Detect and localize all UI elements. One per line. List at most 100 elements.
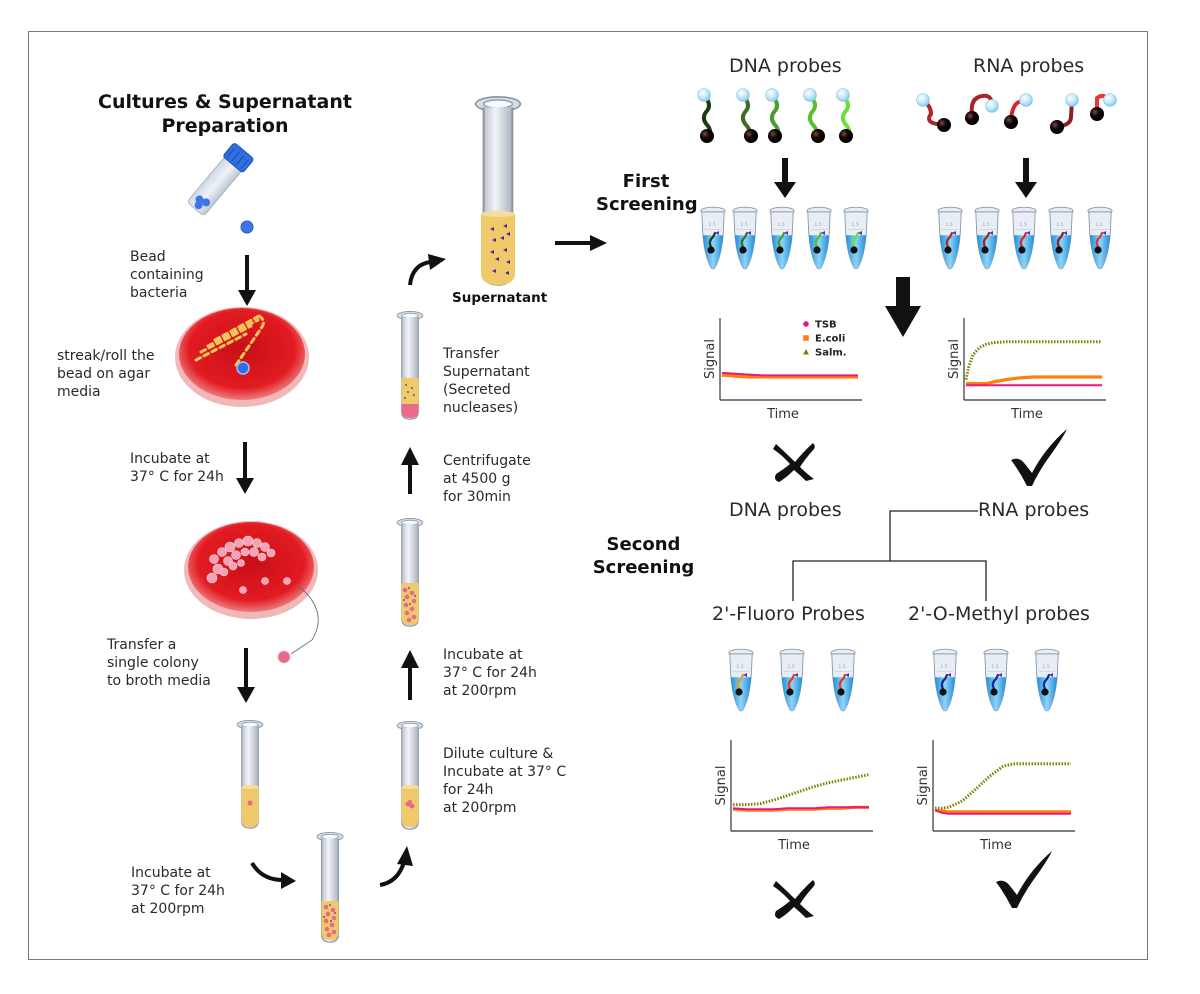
cross-mark-icon: [773, 880, 815, 919]
reaction-tube-icon: [937, 206, 963, 270]
reaction-tube-icon: [983, 648, 1009, 712]
legend-marker-square: [803, 335, 809, 341]
reaction-tube-icon: [843, 206, 869, 270]
reaction-tube-icon: [1034, 648, 1060, 712]
y-axis-label: Signal: [947, 339, 962, 379]
reaction-tube-icon: [806, 206, 832, 270]
step-label-dilute: Dilute culture & Incubate at 37° C for 2…: [443, 746, 567, 816]
second-dna-probes-label: DNA probes: [729, 499, 842, 521]
y-axis-label: Signal: [703, 339, 718, 379]
bead-icon: [240, 220, 254, 234]
curved-arrow-icon: [250, 861, 296, 889]
first-rna-probes-label: RNA probes: [973, 55, 1085, 77]
dna-probes-icon: [697, 88, 853, 143]
supernatant-tube-icon: [474, 96, 522, 286]
arrow-down-icon: [774, 158, 796, 198]
arrow-down-icon: [236, 442, 254, 494]
reaction-tube-icon: [974, 206, 1000, 270]
tree-connector: [792, 510, 987, 601]
arrow-up-icon: [401, 447, 419, 494]
rna-reaction-tubes: [937, 206, 1113, 270]
legend-label: TSB: [815, 320, 837, 331]
rna-probes-icon: [916, 93, 1117, 134]
reaction-tube-icon: [732, 206, 758, 270]
fluoro-reaction-tubes: [728, 648, 856, 712]
arrow-down-large-icon: [885, 277, 921, 337]
reaction-tube-icon: [1087, 206, 1113, 270]
reaction-tube-icon: [728, 648, 754, 712]
cross-mark-icon: [773, 443, 815, 482]
arrow-right-icon: [555, 235, 607, 251]
section-title-cultures: Cultures & Supernatant Preparation: [98, 91, 352, 137]
x-axis-label: Time: [766, 407, 799, 422]
series-line-tsb: [732, 806, 869, 811]
test-tube-broth-icon: [236, 720, 264, 829]
step-label-incubate-shake: Incubate at 37° C for 24h at 200rpm: [443, 647, 537, 699]
step-label-bead: Bead containing bacteria: [130, 249, 204, 301]
first-dna-probes-label: DNA probes: [729, 55, 842, 77]
legend-item: E.coli: [803, 334, 845, 345]
reaction-tube-icon: [1011, 206, 1037, 270]
y-axis-label: Signal: [916, 766, 931, 806]
second-rna-probes-label: RNA probes: [978, 499, 1090, 521]
step-label-streak: streak/roll the bead on agar media: [57, 348, 155, 400]
rna-probe-icon: [916, 93, 951, 132]
reaction-tube-icon: [830, 648, 856, 712]
dna-probe-icon: [765, 88, 782, 143]
agar-plate-streak-icon: [175, 307, 309, 407]
agar-plate-colonies-icon: [184, 521, 319, 664]
step-label-incubate-broth: Incubate at 37° C for 24h at 200rpm: [131, 865, 225, 917]
reaction-tube-icon: [1048, 206, 1074, 270]
legend-item: Salm.: [803, 348, 847, 359]
arrow-down-icon: [237, 648, 255, 703]
check-mark-icon: [1011, 429, 1067, 486]
fluoro-probes-label: 2'-Fluoro Probes: [712, 603, 865, 625]
series-line-ecoli: [721, 373, 858, 379]
arrow-down-icon: [238, 255, 256, 306]
x-axis-label: Time: [1010, 407, 1043, 422]
step-label-transfer-supernatant: Transfer Supernatant (Secreted nucleases…: [443, 346, 530, 416]
step-label-centrifugate: Centrifugate at 4500 g for 30min: [443, 453, 531, 505]
second-screening-title: Second Screening: [592, 534, 695, 578]
series-line-ecoli: [934, 808, 1071, 814]
y-axis-label: Signal: [714, 766, 729, 806]
check-mark-icon: [996, 851, 1052, 908]
series-line-salm: [935, 762, 1071, 810]
test-tube-grown-culture-icon: [396, 518, 424, 627]
legend-label: Salm.: [815, 348, 847, 359]
series-line-tsb: [934, 809, 1071, 815]
test-tube-centrifuged-icon: [396, 311, 424, 420]
dna-reaction-tubes: [700, 206, 869, 270]
x-axis-label: Time: [979, 838, 1012, 853]
reaction-tube-icon: [932, 648, 958, 712]
step-label-transfer-colony: Transfer a single colony to broth media: [107, 637, 211, 689]
supernatant-label: Supernatant: [452, 290, 548, 306]
figure-frame: [28, 31, 1148, 960]
arrow-down-icon: [1015, 158, 1037, 198]
methyl-reaction-tubes: [932, 648, 1060, 712]
first-screening-title: First Screening: [596, 171, 698, 215]
dna-probe-icon: [803, 88, 825, 143]
reaction-tube-icon: [779, 648, 805, 712]
step-label-incubate-plate: Incubate at 37° C for 24h: [130, 451, 224, 485]
dna-probe-icon: [736, 88, 758, 143]
cryovial-icon: [188, 143, 254, 215]
legend-item: TSB: [803, 320, 837, 331]
series-line-salm: [964, 340, 1102, 380]
series-line-ecoli: [966, 375, 1102, 386]
reaction-tube-icon: [700, 206, 726, 270]
series-line-tsb: [721, 371, 858, 377]
series-line-salm: [733, 773, 870, 807]
dna-probe-icon: [836, 88, 853, 143]
legend-marker-circle: [803, 321, 809, 327]
test-tube-diluted-icon: [396, 721, 424, 830]
curved-arrow-icon: [379, 846, 413, 887]
x-axis-label: Time: [777, 838, 810, 853]
test-tube-grown-culture-icon: [316, 832, 344, 943]
rna-probe-icon: [1050, 93, 1079, 134]
rna-probe-icon: [1090, 93, 1117, 121]
